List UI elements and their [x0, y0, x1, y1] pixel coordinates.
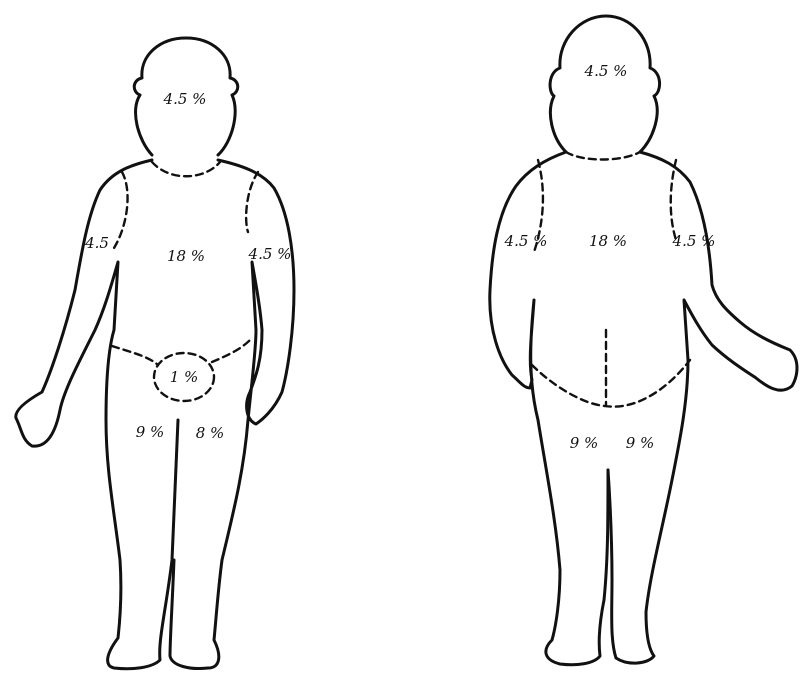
front-head-label: 4.5 % [163, 90, 207, 108]
back-buttock-line [532, 360, 690, 407]
back-left-arm-label: 4.5 % [504, 232, 548, 250]
back-right-arm-line [671, 160, 676, 240]
back-body-outline-right [608, 152, 797, 663]
front-neck-line [152, 162, 220, 176]
front-right-leg-label: 8 % [196, 424, 225, 442]
front-figure: 4.5 % 4.5 4.5 % 18 % 1 % 9 % 8 % [16, 38, 294, 669]
front-right-arm-line [246, 172, 258, 232]
back-neck-line [566, 152, 640, 160]
front-body-outline-right [170, 160, 294, 669]
back-left-leg-label: 9 % [570, 434, 599, 452]
front-right-arm-label: 4.5 % [248, 245, 292, 263]
back-right-leg-label: 9 % [626, 434, 655, 452]
front-left-arm-line [114, 172, 128, 248]
back-trunk-label: 18 % [589, 232, 627, 250]
back-right-arm-label: 4.5 % [672, 232, 716, 250]
back-head-outline [550, 16, 660, 152]
back-figure: 4.5 % 4.5 % 4.5 % 18 % 9 % 9 % [490, 16, 797, 665]
front-trunk-label: 18 % [167, 247, 205, 265]
front-left-arm-label: 4.5 [84, 234, 109, 252]
back-head-label: 4.5 % [584, 62, 628, 80]
front-genital-label: 1 % [170, 368, 199, 386]
front-left-leg-label: 9 % [136, 423, 165, 441]
back-body-outline-left [490, 152, 608, 665]
